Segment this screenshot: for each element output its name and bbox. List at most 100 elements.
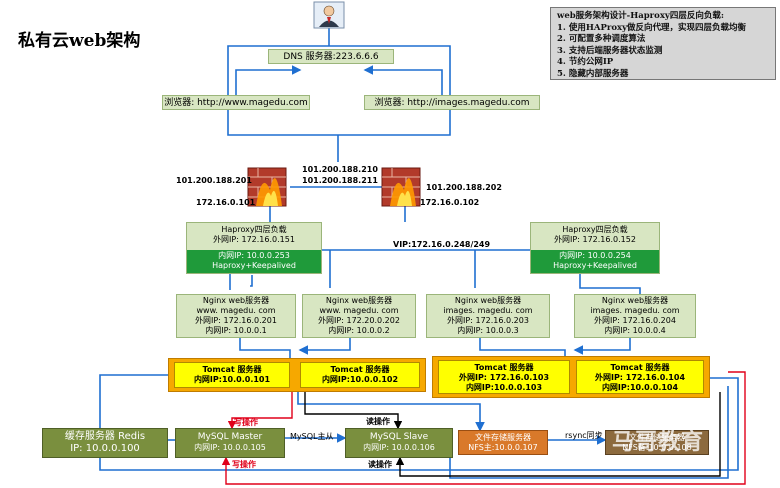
vip-label: VIP:172.16.0.248/249: [393, 240, 491, 249]
nfs-backup-title: 文件存储服务器: [629, 433, 685, 442]
tomcat-2-inner: 内网IP:10.0.0.102: [321, 375, 399, 384]
haproxy-left-inner: 内网IP: 10.0.0.253: [218, 251, 290, 260]
notes-item: 4. 节约公网IP: [557, 57, 614, 67]
read-op-top-label: 读操作: [366, 417, 390, 426]
notes-item: 5. 隐藏内部服务器: [557, 68, 629, 79]
mysql-slave: MySQL Slave 内网IP: 10.0.0.106: [345, 428, 453, 458]
nginx-1-outer: 外网IP: 172.16.0.201: [195, 316, 277, 325]
shared-ip-bottom: 101.200.188.211: [302, 176, 378, 185]
wire-write-top: [227, 392, 293, 430]
nginx-2-outer: 外网IP: 172.20.0.202: [318, 316, 400, 325]
haproxy-right-inner: 内网IP: 10.0.0.254: [559, 251, 631, 260]
nginx-4-title: Nginx web服务器: [601, 296, 669, 305]
nfs-primary: 文件存储服务器 NFS主:10.0.0.107: [458, 430, 548, 455]
fw-right-public-ip: 101.200.188.202: [426, 183, 502, 192]
haproxy-left-mode: Haproxy+Keepalived: [212, 261, 296, 270]
design-notes: web服务架构设计-Haproxy四层反向负载: 1. 使用HAProxy做反向…: [550, 7, 776, 80]
haproxy-left-outer: 外网IP: 172.16.0.151: [213, 235, 295, 244]
page-title: 私有云web架构: [18, 31, 141, 51]
nfs-primary-inner: NFS主:10.0.0.107: [468, 443, 538, 452]
nginx-2-title: Nginx web服务器: [325, 296, 393, 305]
tomcat-4-title: Tomcat 服务器: [610, 363, 670, 372]
wire-nginx-tomcat-right: [479, 338, 631, 360]
wire-ha-right-down: [579, 274, 641, 296]
haproxy-right-outer: 外网IP: 172.16.0.152: [554, 235, 636, 244]
nginx-3-site: images. magedu. com: [443, 306, 533, 315]
tomcat-server-1: Tomcat 服务器 内网IP:10.0.0.101: [174, 362, 290, 388]
write-op-bottom-label: 写操作: [232, 460, 256, 469]
wire-browser-dns-right: [363, 65, 443, 95]
mysql-master: MySQL Master 内网IP: 10.0.0.105: [175, 428, 285, 458]
replication-label: MySQL主从: [290, 432, 334, 441]
mysql-slave-title: MySQL Slave: [369, 432, 429, 442]
wire-right-nfs: [449, 386, 729, 479]
user-avatar-icon: [313, 1, 345, 29]
haproxy-right-mode: Haproxy+Keepalived: [553, 261, 637, 270]
firewall-left-icon: [247, 167, 287, 207]
nginx-4-site: images. magedu. com: [590, 306, 680, 315]
tomcat-2-title: Tomcat 服务器: [330, 365, 390, 374]
notes-item: 2. 可配置多种调度算法: [557, 34, 646, 44]
nginx-server-1: Nginx web服务器 www. magedu. com 外网IP: 172.…: [176, 294, 296, 338]
wire-tomcat-redis: [99, 374, 168, 428]
notes-heading: web服务架构设计-Haproxy四层反向负载:: [557, 11, 724, 21]
nginx-server-2: Nginx web服务器 www. magedu. com 外网IP: 172.…: [302, 294, 416, 338]
tomcat-3-outer: 外网IP: 172.16.0.103: [458, 373, 550, 382]
notes-item: 3. 支持后端服务器状态监测: [557, 45, 663, 56]
wire-tomcat-nfs: [297, 392, 485, 432]
dns-server: DNS 服务器:223.6.6.6: [268, 49, 394, 64]
nginx-1-title: Nginx web服务器: [202, 296, 270, 305]
wire-browser-dns-left: [235, 65, 302, 95]
wire-right-loop: [99, 377, 739, 471]
haproxy-left-inner-box: 内网IP: 10.0.0.253 Haproxy+Keepalived: [187, 250, 321, 273]
browser-www-label: 浏览器: http://www.magedu.com: [164, 98, 308, 108]
tomcat-1-title: Tomcat 服务器: [202, 365, 262, 374]
wire-nginx-tomcat-left: [239, 338, 351, 360]
nfs-backup: 文件存储服务器 NFS备:10.0.0.108: [605, 430, 709, 455]
mysql-master-title: MySQL Master: [197, 432, 263, 442]
wire-user-dns: [227, 27, 451, 95]
wire-write-bottom: [221, 371, 746, 485]
tomcat-server-2: Tomcat 服务器 内网IP:10.0.0.102: [300, 362, 420, 388]
nginx-server-4: Nginx web服务器 images. magedu. com 外网IP: 1…: [574, 294, 696, 338]
fw-left-inner-ip: 172.16.0.101: [196, 198, 256, 207]
wire-browsers-vip: [227, 110, 451, 162]
nginx-2-inner: 内网IP: 10.0.0.2: [328, 326, 390, 335]
tomcat-4-inner: 内网IP:10.0.0.104: [601, 383, 679, 392]
wire-read-top: [304, 392, 403, 430]
shared-ip-top: 101.200.188.210: [302, 165, 378, 174]
watermark: 马哥教育: [612, 430, 705, 455]
nginx-1-site: www. magedu. com: [196, 306, 276, 315]
nginx-3-inner: 内网IP: 10.0.0.3: [457, 326, 519, 335]
dns-server-label: DNS 服务器:223.6.6.6: [283, 52, 379, 62]
tomcat-server-4: Tomcat 服务器 外网IP: 172.16.0.104 内网IP:10.0.…: [576, 360, 704, 394]
firewall-right-icon: [381, 167, 421, 207]
redis-title: 缓存服务器 Redis: [64, 431, 146, 442]
redis-server: 缓存服务器 Redis IP: 10.0.0.100: [42, 428, 168, 458]
mysql-slave-inner: 内网IP: 10.0.0.106: [363, 443, 435, 452]
notes-item: 1. 使用HAProxy做反向代理，实现四层负载均衡: [557, 22, 747, 33]
nginx-4-outer: 外网IP: 172.16.0.204: [594, 316, 676, 325]
haproxy-right-title: Haproxy四层负载: [562, 225, 628, 234]
nfs-primary-title: 文件存储服务器: [475, 433, 531, 442]
redis-ip: IP: 10.0.0.100: [70, 443, 140, 454]
browser-images-label: 浏览器: http://images.magedu.com: [374, 98, 530, 108]
browser-www: 浏览器: http://www.magedu.com: [162, 95, 310, 110]
haproxy-left-title: Haproxy四层负载: [221, 225, 287, 234]
tomcat-server-3: Tomcat 服务器 外网IP: 172.16.0.103 内网IP:10.0.…: [438, 360, 570, 394]
wire-haproxy-bus: [250, 250, 476, 288]
nginx-1-inner: 内网IP: 10.0.0.1: [205, 326, 267, 335]
haproxy-right-inner-box: 内网IP: 10.0.0.254 Haproxy+Keepalived: [531, 250, 659, 273]
nfs-backup-inner: NFS备:10.0.0.108: [622, 443, 692, 452]
mysql-master-inner: 内网IP: 10.0.0.105: [194, 443, 266, 452]
tomcat-1-inner: 内网IP:10.0.0.101: [193, 375, 271, 384]
wire-read-bottom: [395, 392, 721, 477]
write-op-top-label: 写操作: [234, 418, 258, 427]
nginx-3-outer: 外网IP: 172.16.0.203: [447, 316, 529, 325]
fw-right-inner-ip: 172.16.0.102: [420, 198, 480, 207]
nginx-server-3: Nginx web服务器 images. magedu. com 外网IP: 1…: [426, 294, 550, 338]
haproxy-right: Haproxy四层负载 外网IP: 172.16.0.152 内网IP: 10.…: [530, 222, 660, 274]
tomcat-3-title: Tomcat 服务器: [474, 363, 534, 372]
nginx-3-title: Nginx web服务器: [454, 296, 522, 305]
